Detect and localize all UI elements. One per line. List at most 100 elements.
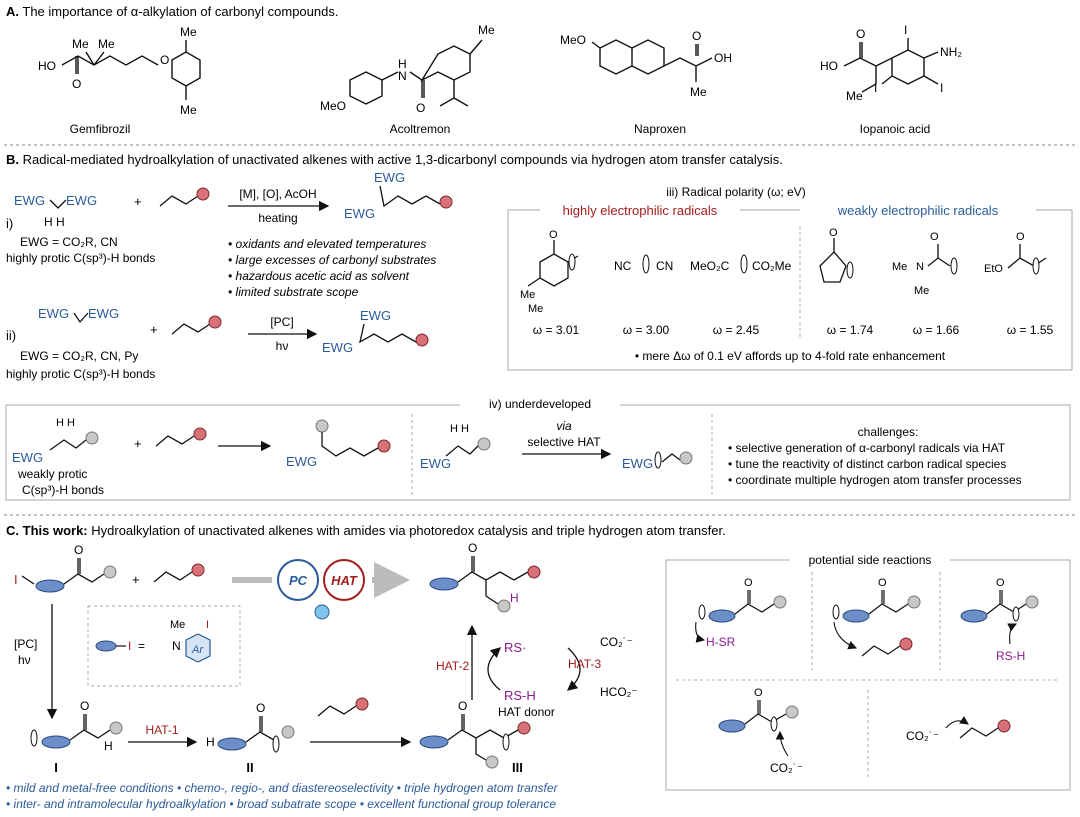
radical-4-structure [819,238,847,283]
route-ii-bonds [73,312,89,324]
c-prod-h: H [510,591,519,605]
challenge-1: • selective generation of α-carbonyl rad… [728,441,1006,455]
cycle-rs: RS· [504,640,526,655]
footer-line-2: • inter- and intramolecular hydroalkylat… [6,797,556,811]
route-i-bullet-4: • limited substrate scope [228,285,359,299]
iop-i1: I [904,23,907,37]
route-i-hh: H H [44,215,65,229]
aco-n: N [398,69,407,83]
c-start-o: O [74,543,83,557]
side3-rsh: RS-H [996,649,1025,663]
iv-weak1: weakly protic [17,467,87,481]
gem-ho: HO [38,59,56,73]
c-conditions: hν [18,653,31,667]
c-i-o: O [80,699,89,713]
route-ii-product-ball [415,333,429,347]
compound-name-naproxen: Naproxen [634,122,686,136]
pc-label: PC [289,573,308,588]
route-ii-plus: + [150,322,158,337]
c-reagents: [PC] [14,637,37,651]
underdeveloped-box: iv) underdeveloped H H EWG weakly protic… [5,396,1071,501]
side5-co2: CO₂˙⁻ [906,729,939,743]
radical-5-structure [927,244,951,267]
challenges-title: challenges: [858,425,919,439]
route-i-prod-ewg1: EWG [374,170,405,185]
c-prod-o: O [468,541,477,555]
radical-6-structure [1007,244,1047,269]
iop-i2: I [940,81,943,95]
route-i-ewg1: EWG [14,193,45,208]
route-ii-ewg1: EWG [38,306,69,321]
route-i-bullet-2: • large excesses of carbonyl substrates [228,253,436,267]
route-ii-red-ball [208,315,222,329]
gem-o: O [72,77,81,91]
gem-me4: Me [180,103,197,117]
hat-cycle [323,559,365,601]
route-i-reagents: [M], [O], AcOH [239,187,316,201]
hat3-label: HAT-3 [568,657,601,671]
omega-2: ω = 3.00 [623,323,670,337]
route-ii-reagents: [PC] [270,315,293,329]
side-reactions-box: potential side reactions O H-SR O O RS-H [665,552,1071,791]
radical-1-me2: Me [528,303,543,315]
radical-5-me2: Me [914,285,929,297]
polarity-weak-label: weakly electrophilic radicals [837,203,999,218]
omega-6: ω = 1.55 [1007,323,1054,337]
challenge-2: • tune the reactivity of distinct carbon… [728,457,1006,471]
iop-o: O [856,27,865,41]
c-legend-eq: = [138,639,145,653]
section-b: B. Radical-mediated hydroalkylation of u… [5,152,1073,501]
compound-name-iopanoic-acid: Iopanoic acid [860,122,931,136]
aco-me: Me [478,23,495,37]
polarity-title: iii) Radical polarity (ω; eV) [666,185,805,199]
route-i-product-chain [379,185,441,208]
route-i-label: i) [6,216,13,231]
underdeveloped-title: iv) underdeveloped [489,397,591,411]
route-ii-prod-ewg1: EWG [360,308,391,323]
iv-grey-ball [85,431,99,445]
iv-ewg-3: EWG [622,456,653,471]
section-b-title: Radical-mediated hydroalkylation of unac… [23,152,783,167]
omega-4: ω = 1.74 [827,323,874,337]
side-frame [665,559,1071,791]
route-i-red-ball [196,187,210,201]
pc-cycle [277,559,319,601]
polarity-note: • mere Δω of 0.1 eV affords up to 4-fold… [635,349,946,363]
section-c-letter: C. [6,523,19,538]
gem-o2: O [160,53,169,67]
radical-5-n: N [916,261,924,273]
gem-me3: Me [180,25,197,39]
gemfibrozil-structure [61,40,201,100]
route-i-plus: + [134,194,142,209]
radical-1-orbital [568,253,576,271]
side2-o: O [878,577,887,589]
radical-3-orbital [740,254,748,274]
nap-oh: OH [714,51,732,65]
route-ii-label: ii) [6,328,16,343]
route-ii-prod-ewg2: EWG [322,340,353,355]
iop-i3: I [874,81,877,95]
radical-6-eto: EtO [984,263,1003,275]
section-a-title: The importance of α-alkylation of carbon… [22,4,338,19]
polarity-high-label: highly electrophilic radicals [563,203,718,218]
radical-4-orbital [846,261,854,279]
route-ii-product-chain [359,323,417,344]
cycle-rsh: RS-H [504,688,536,703]
iv-via: via [556,419,572,433]
c-legend-me: Me [170,619,185,631]
aco-h: H [398,57,407,71]
c-start-oval [35,579,65,593]
radical-6-o: O [1016,231,1025,243]
iop-me: Me [846,89,863,103]
section-b-letter: B. [6,152,19,167]
radical-2-orbital [642,254,650,274]
omega-1: ω = 3.01 [533,323,580,337]
cycle-co2: CO₂˙⁻ [600,635,633,649]
svg-text:C. This work: Hydroalkylation: C. This work: Hydroalkylation of unactiv… [6,523,726,538]
c-legend-n: N [172,639,181,653]
route-i-product-ball [439,195,453,209]
radical-1-structure [527,240,579,287]
route-i-def: EWG = CO₂R, CN [20,235,118,249]
route-ii: EWG EWG ii) + [PC] hν EWG EWG EWG = CO₂R… [6,306,429,381]
